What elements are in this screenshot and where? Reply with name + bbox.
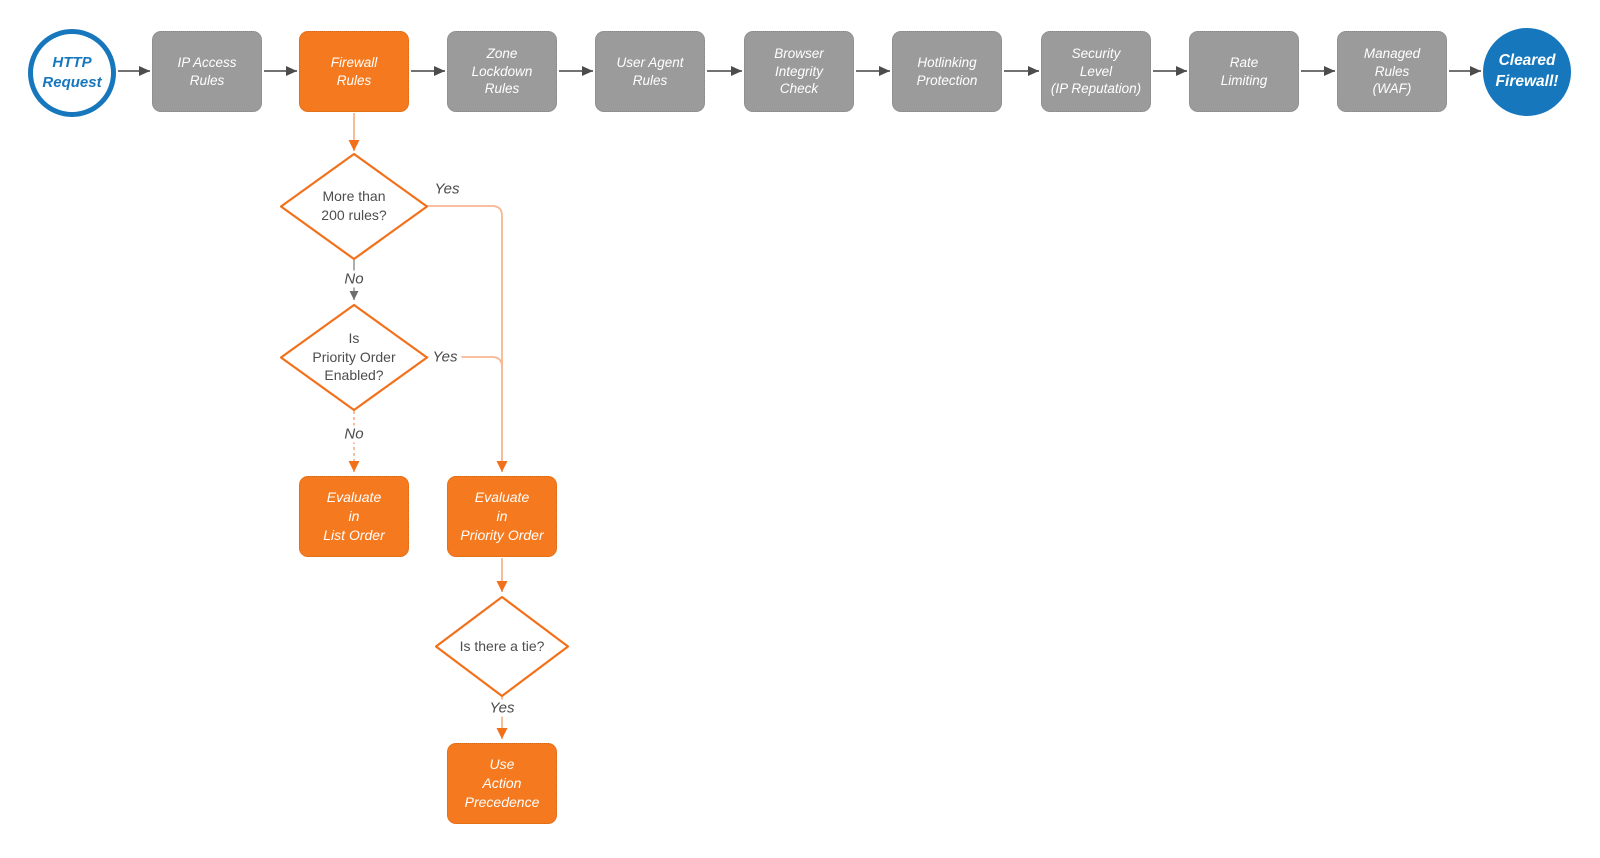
node-http-request: HTTP Request [28, 29, 116, 117]
node-label-line: User Agent [616, 54, 684, 70]
node-label-line: Limiting [1220, 72, 1268, 88]
node-ip-access-rules: IP Access Rules [152, 31, 262, 112]
decision-diamond-more-than-200 [279, 152, 429, 261]
node-label-line: Check [779, 81, 819, 97]
node-browser-integrity-check: Browser Integrity Check [744, 31, 854, 112]
edge-label-d3-yes: Yes [485, 699, 519, 717]
edge-d1-yes [427, 205, 508, 472]
node-label-line: Priority Order [460, 526, 544, 543]
node-user-agent-rules: User Agent Rules [595, 31, 705, 112]
node-use-action-precedence: Use Action Precedence [447, 743, 557, 824]
node-label-line: Rules [1374, 63, 1410, 79]
node-label-line: Browser [774, 45, 824, 61]
node-label-line: in [496, 508, 508, 525]
edge-label-d2-no: No [340, 425, 368, 443]
node-label-line: Lockdown [471, 63, 533, 79]
node-cleared-firewall: Cleared Firewall! [1483, 28, 1571, 116]
node-label-line: Priority Order [312, 348, 396, 365]
decision-label-priority-enabled: Is Priority Order Enabled? [284, 319, 424, 395]
node-label-line: Evaluate [474, 489, 530, 506]
node-label-line: Rules [632, 72, 668, 88]
edge-label-d1-no: No [340, 270, 368, 288]
node-label-line: Use [489, 756, 515, 773]
node-security-level: Security Level (IP Reputation) [1041, 31, 1151, 112]
node-label-line: Zone [486, 45, 518, 61]
decision-label-tie: Is there a tie? [432, 608, 572, 684]
node-hotlinking-protection: Hotlinking Protection [892, 31, 1002, 112]
node-label-line: More than [322, 188, 386, 205]
node-label-line: Rate [1229, 54, 1259, 70]
node-label-line: Is [348, 330, 360, 347]
edge-d2-yes [427, 356, 503, 368]
node-label-line: Firewall! [1495, 73, 1559, 90]
node-label-line: (IP Reputation) [1050, 81, 1142, 97]
node-label-line: Cleared [1498, 52, 1556, 70]
node-zone-lockdown-rules: Zone Lockdown Rules [447, 31, 557, 112]
node-label-line: IP Access [177, 54, 237, 70]
node-label-line: Hotlinking [917, 54, 977, 70]
node-label-line: in [348, 508, 360, 525]
decision-diamond-priority-enabled [279, 303, 429, 412]
node-label-line: Security [1071, 45, 1121, 61]
node-label-line: HTTP [52, 53, 92, 71]
node-label-line: Request [42, 74, 102, 91]
node-label-line: Precedence [464, 793, 540, 810]
node-label-line: Is there a tie? [459, 637, 545, 654]
node-label-line: Firewall [330, 54, 378, 70]
decision-label-more-than-200: More than 200 rules? [284, 168, 424, 244]
node-label-line: Rules [484, 81, 520, 97]
node-firewall-rules: Firewall Rules [299, 31, 409, 112]
node-label-line: Enabled? [324, 367, 384, 384]
node-label-line: Evaluate [326, 489, 382, 506]
node-label-line: Rules [336, 72, 372, 88]
node-evaluate-in-list-order: Evaluate in List Order [299, 476, 409, 557]
node-label-line: Level [1079, 63, 1113, 79]
node-label-line: (WAF) [1372, 81, 1412, 97]
node-managed-rules-waf: Managed Rules (WAF) [1337, 31, 1447, 112]
node-rate-limiting: Rate Limiting [1189, 31, 1299, 112]
node-label-line: Protection [916, 72, 978, 88]
node-label-line: Action [482, 775, 522, 792]
node-label-line: Integrity [774, 63, 824, 79]
node-label-line: List Order [323, 526, 385, 543]
edge-label-d1-yes: Yes [430, 180, 464, 198]
decision-diamond-tie [434, 595, 570, 698]
node-label-line: 200 rules? [321, 207, 387, 223]
node-label-line: Managed [1363, 45, 1421, 61]
node-label-line: Rules [189, 72, 225, 88]
edge-label-d2-yes: Yes [428, 348, 462, 366]
node-evaluate-in-priority-order: Evaluate in Priority Order [447, 476, 557, 557]
